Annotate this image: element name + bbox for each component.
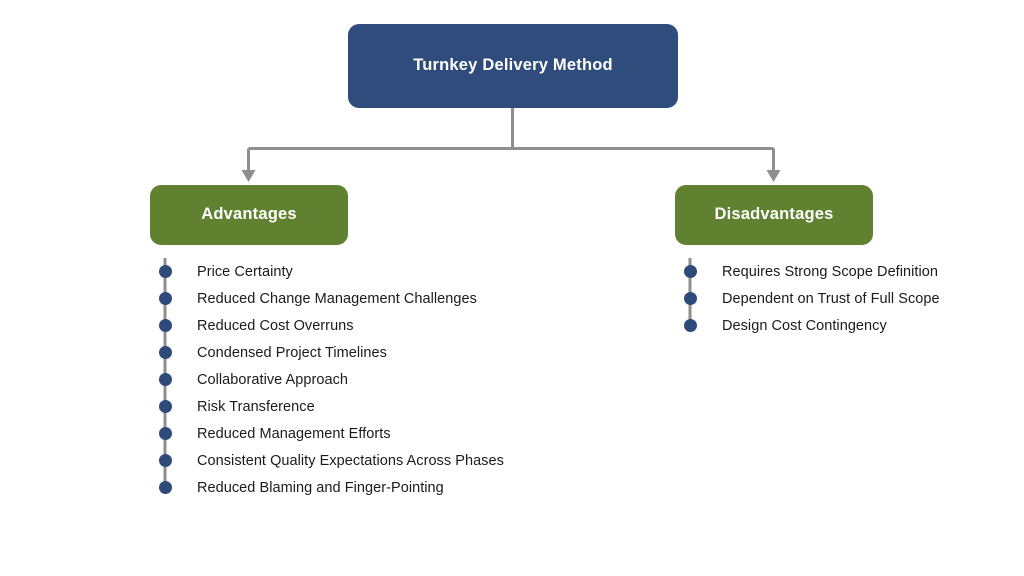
root-node-turnkey-delivery-method: Turnkey Delivery Method <box>348 24 678 108</box>
branch-node-label-advantages: Advantages <box>201 205 297 224</box>
list-item: Price Certainty <box>150 258 504 285</box>
bullet-dot-icon <box>683 319 697 332</box>
bullet-dot-icon <box>683 265 697 278</box>
bullet-dot-icon <box>158 373 172 386</box>
root-node-label: Turnkey Delivery Method <box>413 56 613 75</box>
list-item-label: Condensed Project Timelines <box>197 344 387 361</box>
disadvantages-list: Requires Strong Scope Definition Depende… <box>675 258 940 339</box>
list-item-label: Dependent on Trust of Full Scope <box>722 290 940 307</box>
list-item: Requires Strong Scope Definition <box>675 258 940 285</box>
list-item: Condensed Project Timelines <box>150 339 504 366</box>
bullet-dot-icon <box>158 346 172 359</box>
bullet-dot-icon <box>158 292 172 305</box>
list-item-label: Reduced Cost Overruns <box>197 317 354 334</box>
list-item-label: Reduced Change Management Challenges <box>197 290 477 307</box>
left-arrowhead <box>241 170 256 182</box>
branch-node-advantages: Advantages <box>150 185 348 245</box>
list-item: Reduced Change Management Challenges <box>150 285 504 312</box>
advantages-list: Price Certainty Reduced Change Managemen… <box>150 258 504 501</box>
list-item: Dependent on Trust of Full Scope <box>675 285 940 312</box>
list-item: Design Cost Contingency <box>675 312 940 339</box>
list-item: Reduced Blaming and Finger-Pointing <box>150 474 504 501</box>
bullet-dot-icon <box>158 265 172 278</box>
list-item: Consistent Quality Expectations Across P… <box>150 447 504 474</box>
bullet-dot-icon <box>158 319 172 332</box>
list-item: Risk Transference <box>150 393 504 420</box>
bullet-dot-icon <box>158 454 172 467</box>
list-item-label: Requires Strong Scope Definition <box>722 263 938 280</box>
list-item-label: Price Certainty <box>197 263 293 280</box>
bullet-dot-icon <box>158 400 172 413</box>
right-arrowhead <box>766 170 781 182</box>
list-item: Reduced Management Efforts <box>150 420 504 447</box>
bullet-dot-icon <box>683 292 697 305</box>
list-item-label: Risk Transference <box>197 398 315 415</box>
list-item: Reduced Cost Overruns <box>150 312 504 339</box>
branch-node-disadvantages: Disadvantages <box>675 185 873 245</box>
branch-node-label-disadvantages: Disadvantages <box>714 205 834 224</box>
list-item-label: Reduced Management Efforts <box>197 425 391 442</box>
bullet-dot-icon <box>158 427 172 440</box>
list-item-label: Collaborative Approach <box>197 371 349 388</box>
list-item-label: Reduced Blaming and Finger-Pointing <box>197 479 444 496</box>
list-item-label: Consistent Quality Expectations Across P… <box>197 452 504 469</box>
list-item-label: Design Cost Contingency <box>722 317 887 334</box>
bullet-dot-icon <box>158 481 172 494</box>
list-item: Collaborative Approach <box>150 366 504 393</box>
